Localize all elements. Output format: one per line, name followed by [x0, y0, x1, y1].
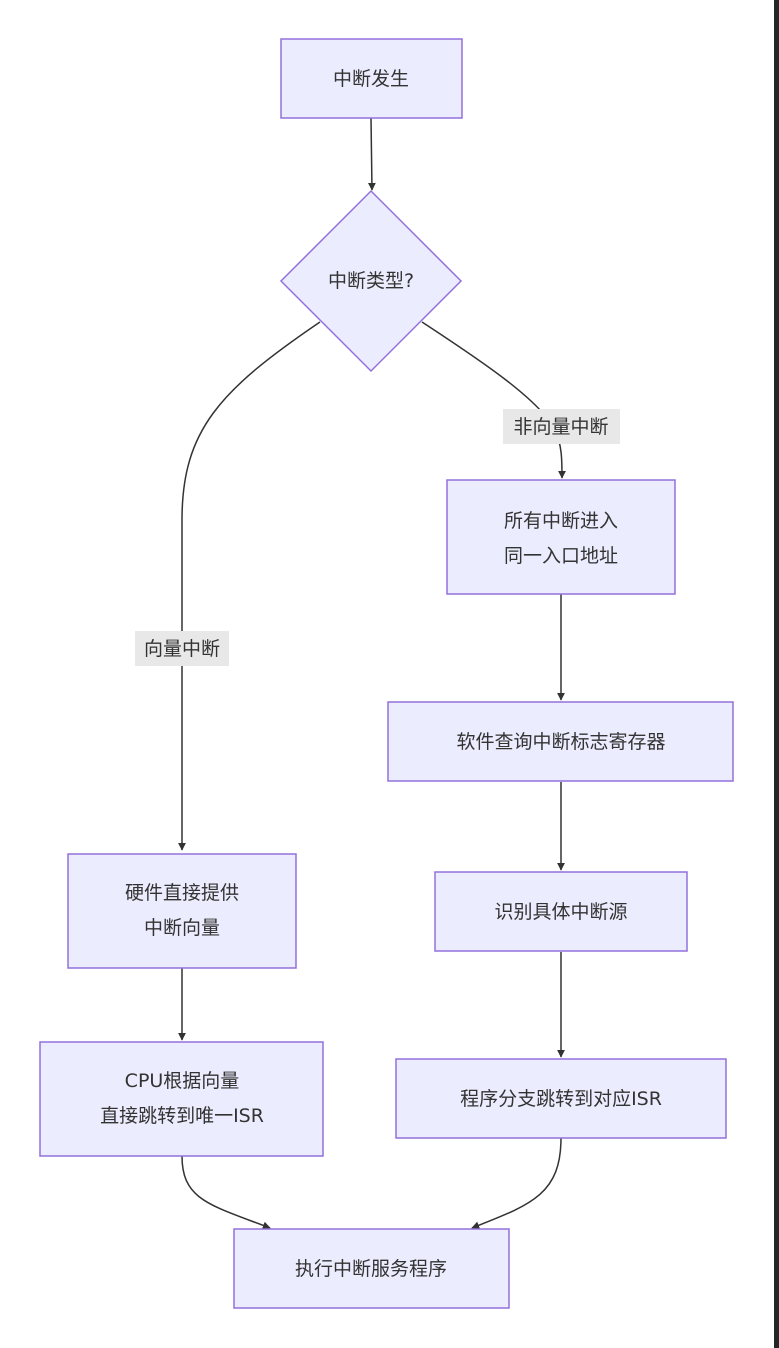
node-execute-isr-label: 执行中断服务程序: [295, 1258, 447, 1280]
edge-label-nonvector-text: 非向量中断: [513, 416, 608, 438]
node-nonvector-entry-line1: 所有中断进入: [504, 510, 618, 532]
node-interrupt-occurs[interactable]: 中断发生: [280, 38, 463, 119]
node-identify-source-label: 识别具体中断源: [494, 901, 627, 923]
node-branch-to-isr[interactable]: 程序分支跳转到对应ISR: [395, 1058, 727, 1139]
node-cpu-jump-line2: 直接跳转到唯一ISR: [100, 1105, 264, 1127]
edge-decision-to-vector: [178, 321, 321, 851]
node-execute-isr[interactable]: 执行中断服务程序: [233, 1228, 510, 1309]
edge-decision-to-nonvector: [421, 321, 566, 479]
edge-v2-to-end: [181, 1155, 271, 1230]
node-hardware-vector-line1: 硬件直接提供: [125, 882, 239, 904]
node-nonvector-entry-line2: 同一入口地址: [504, 545, 618, 567]
edge-label-vector: 向量中断: [135, 631, 229, 666]
edge-label-nonvector: 非向量中断: [503, 409, 620, 444]
edge-start-to-decision: [367, 117, 376, 191]
node-hardware-vector-line2: 中断向量: [144, 917, 220, 939]
node-cpu-jump-line1: CPU根据向量: [125, 1070, 240, 1092]
node-branch-to-isr-label: 程序分支跳转到对应ISR: [460, 1088, 662, 1110]
node-software-poll[interactable]: 软件查询中断标志寄存器: [387, 701, 734, 782]
node-software-poll-label: 软件查询中断标志寄存器: [456, 731, 665, 753]
right-edge-scrollbar[interactable]: [774, 0, 779, 1348]
edge-nv4-to-end: [471, 1137, 562, 1230]
edge-label-vector-text: 向量中断: [144, 638, 220, 660]
node-nonvector-entry[interactable]: 所有中断进入 同一入口地址: [446, 479, 676, 595]
node-interrupt-occurs-label: 中断发生: [333, 68, 409, 90]
node-interrupt-type-label: 中断类型?: [328, 270, 414, 292]
node-identify-source[interactable]: 识别具体中断源: [434, 871, 688, 952]
node-hardware-vector[interactable]: 硬件直接提供 中断向量: [67, 853, 297, 969]
node-interrupt-type-decision[interactable]: 中断类型?: [279, 189, 463, 373]
node-cpu-jump[interactable]: CPU根据向量 直接跳转到唯一ISR: [39, 1041, 324, 1157]
